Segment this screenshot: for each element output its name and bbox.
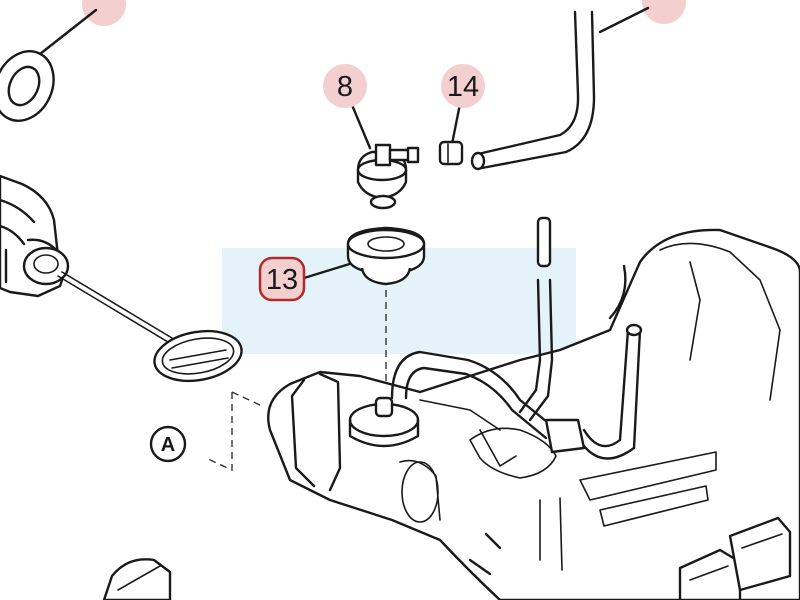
callout-partial-left[interactable] [82,0,126,26]
callout-8-label: 8 [337,71,353,103]
view-a-marker[interactable]: A [149,425,187,463]
callout-14[interactable]: 14 [441,64,485,108]
view-a-label: A [161,434,175,456]
top-fuel-hose[interactable] [470,6,650,171]
fuel-line-assembly[interactable] [390,216,643,467]
part-8-filter[interactable] [350,103,420,210]
callout-partial-right[interactable] [642,0,686,24]
callout-14-label: 14 [447,71,479,103]
cap-assembly[interactable] [0,174,245,387]
view-a-leader [205,391,263,472]
bottom-left-fragment [102,558,172,600]
callout-8[interactable]: 8 [323,64,367,108]
part-14-connector[interactable] [438,102,464,166]
callout-13-label: 13 [266,264,298,296]
washer-part[interactable] [0,8,98,130]
terminal-blocks [678,516,792,600]
part-13-grommet[interactable] [302,226,426,286]
callout-13-selected[interactable]: 13 [258,256,306,302]
